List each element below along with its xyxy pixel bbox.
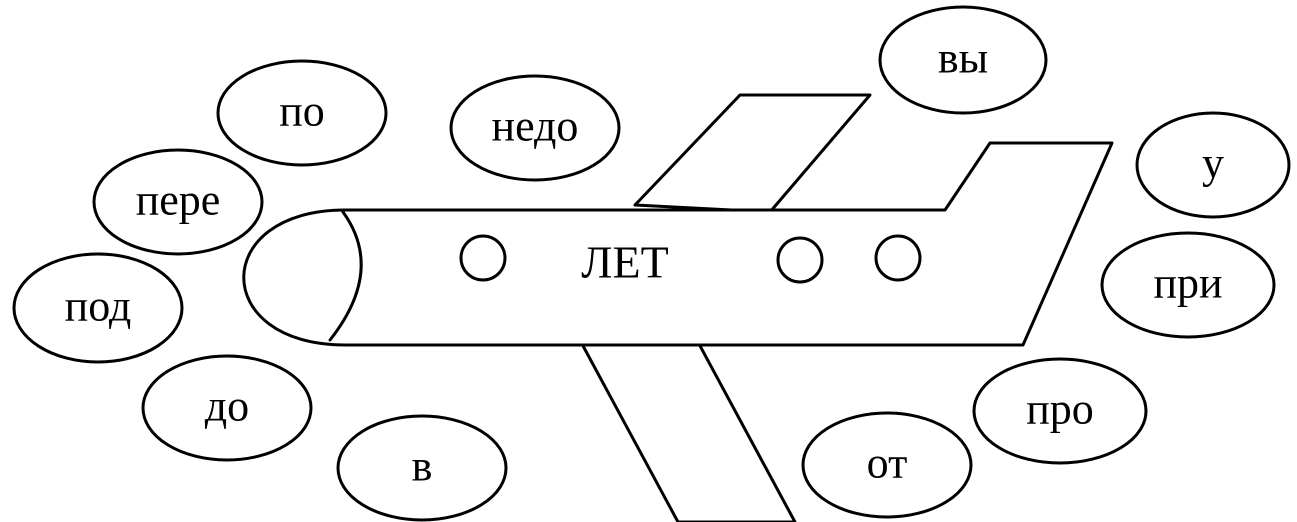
airplane-fuselage — [242, 141, 1114, 347]
prefix-label: под — [65, 282, 132, 331]
prefix-label: в — [412, 442, 433, 491]
prefix-bubble: под — [12, 252, 184, 364]
prefix-label: от — [867, 439, 908, 488]
airplane-window — [459, 234, 507, 282]
prefix-bubble: при — [1100, 231, 1276, 339]
prefix-label: при — [1153, 259, 1222, 308]
prefix-bubble: до — [141, 354, 313, 462]
airplane-window — [874, 234, 922, 282]
prefix-label: по — [279, 87, 325, 136]
airplane-cockpit-line — [328, 210, 363, 342]
prefix-label: вы — [938, 34, 988, 83]
airplane-upper-wing — [633, 93, 872, 214]
prefix-bubble: пере — [92, 148, 264, 256]
prefix-bubble: вы — [878, 5, 1048, 115]
prefix-label: до — [205, 382, 249, 431]
airplane-window — [776, 236, 824, 284]
prefix-bubble: про — [972, 357, 1148, 465]
prefix-label: про — [1026, 385, 1094, 434]
prefix-bubble: от — [801, 411, 973, 519]
prefix-bubble: в — [336, 414, 508, 522]
prefix-bubble: по — [216, 59, 388, 167]
prefix-bubble: у — [1135, 111, 1291, 219]
airplane-lower-wing — [566, 316, 797, 522]
prefix-bubble: недо — [449, 74, 621, 182]
root-word: ЛЕТ — [581, 237, 668, 288]
prefix-label: у — [1202, 139, 1224, 188]
prefix-label: пере — [136, 176, 221, 225]
prefix-label: недо — [492, 102, 579, 151]
